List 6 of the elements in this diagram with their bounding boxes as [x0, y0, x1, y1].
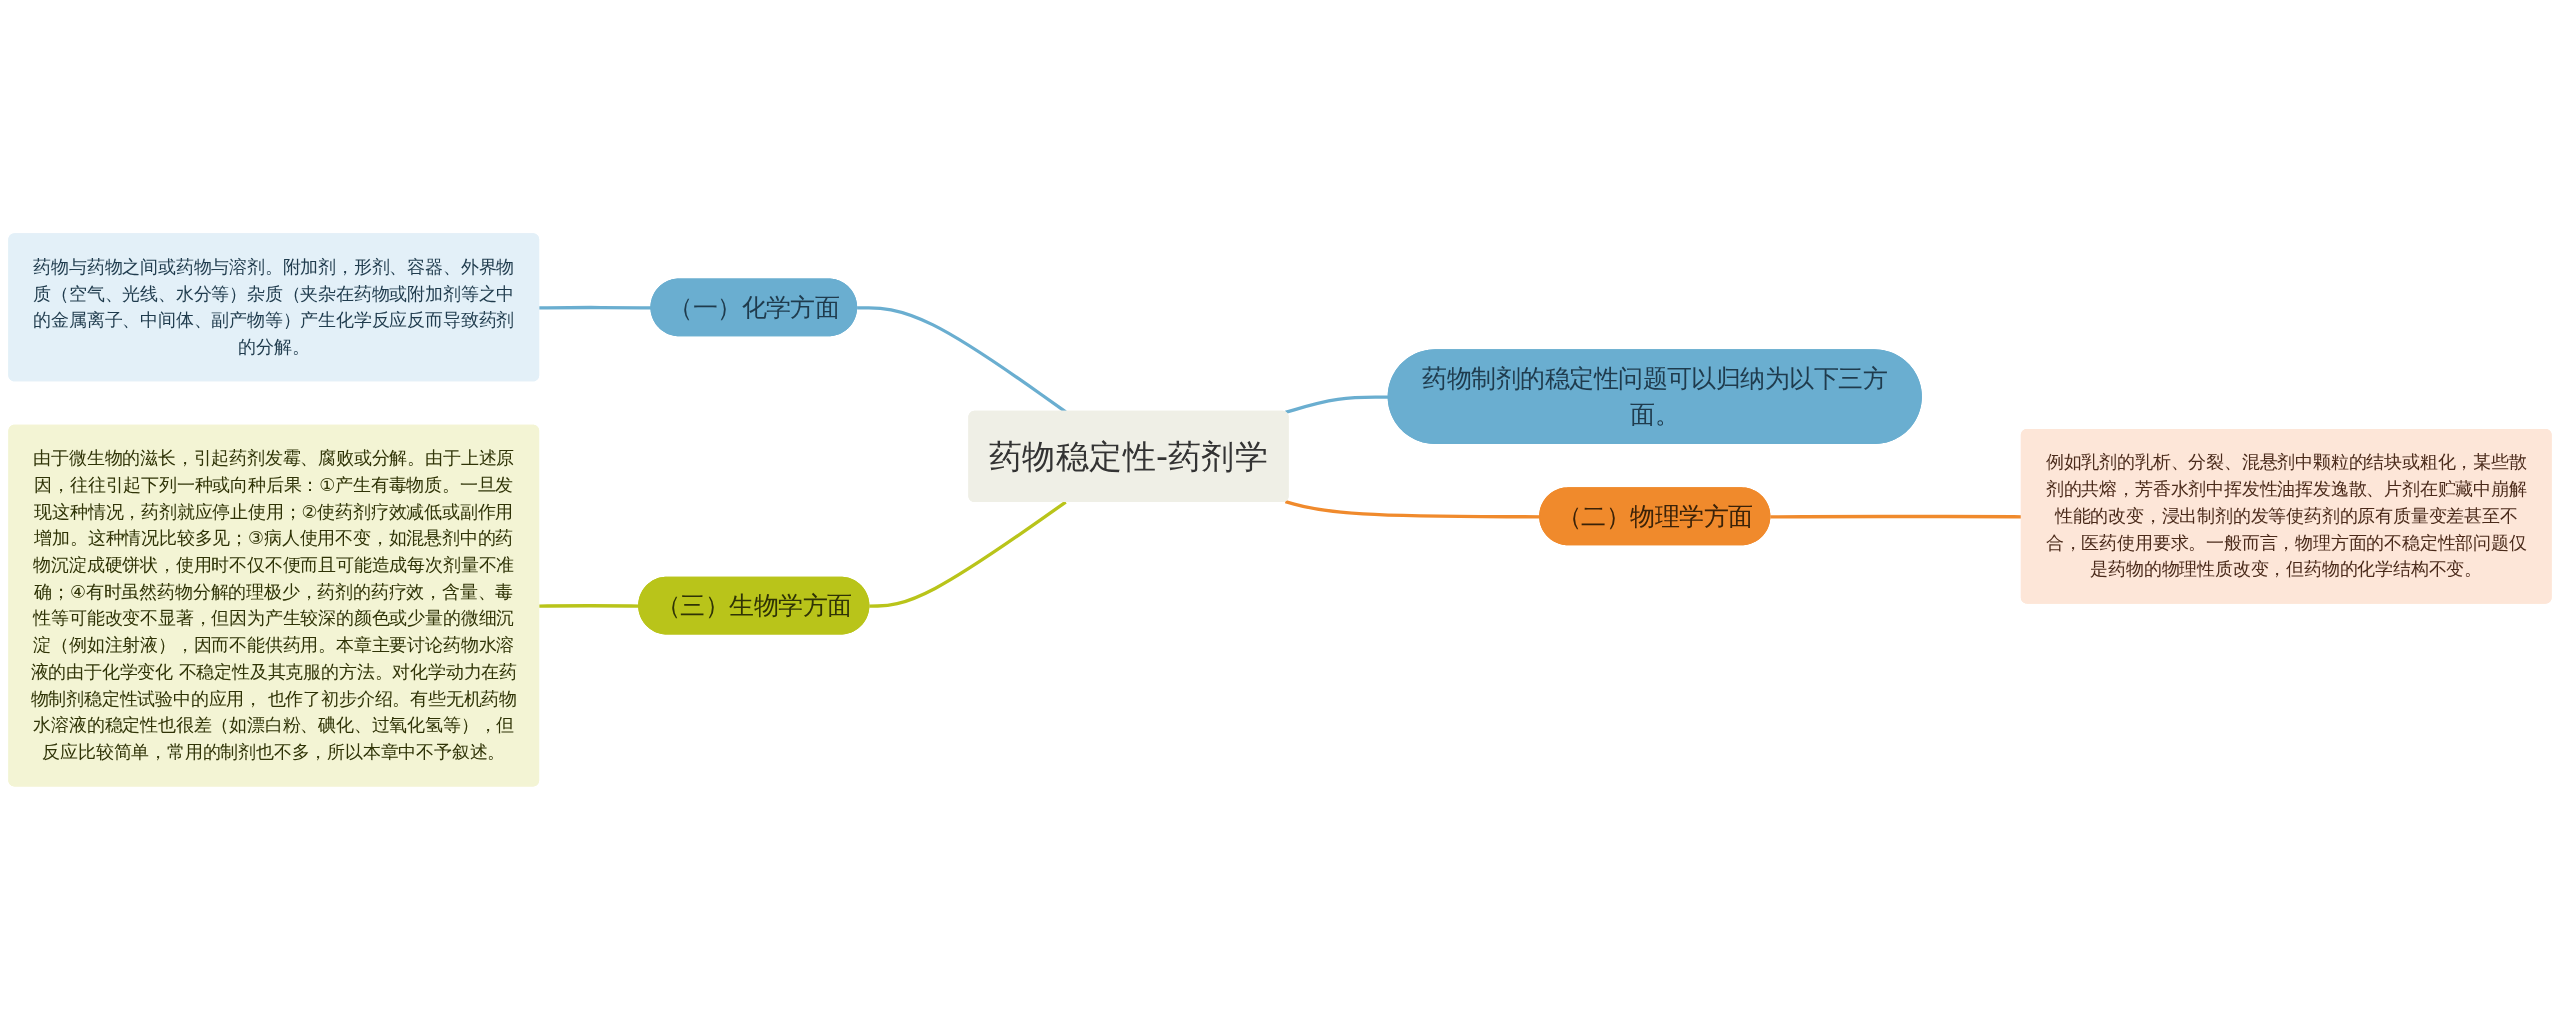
connector — [539, 603, 640, 608]
connector — [869, 500, 1067, 608]
connector — [1770, 514, 2022, 519]
connector — [1284, 499, 1541, 519]
connector — [1284, 395, 1389, 414]
connector — [857, 305, 1067, 413]
